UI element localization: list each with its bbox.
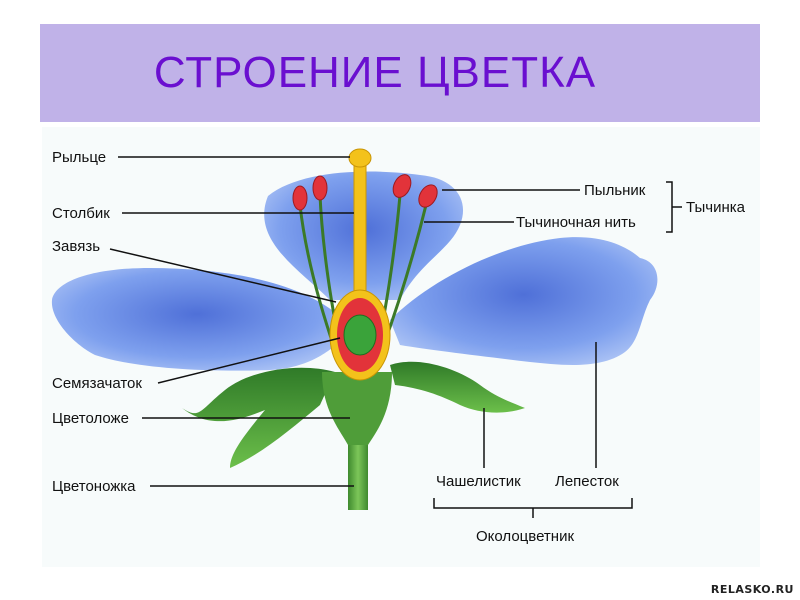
label-pedicel: Цветоножка [52,478,136,495]
label-ovary: Завязь [52,238,100,255]
filament-1 [298,204,337,351]
anther-4 [418,184,438,208]
ovule-shape [343,314,377,356]
label-anther: Пыльник [584,182,646,199]
pedicel-stem [348,440,368,510]
label-stamen: Тычинка [686,199,746,216]
label-filament: Тычиночная нить [516,214,636,231]
title-bar: СТРОЕНИЕ ЦВЕТКА [40,24,760,122]
label-style: Столбик [52,205,110,222]
sepal-right [390,361,525,413]
stigma-shape [348,148,372,168]
label-perianth: Околоцветник [476,528,574,545]
petal-right [390,237,658,365]
anther-1 [292,185,308,211]
label-petal: Лепесток [555,473,619,490]
anther-3 [392,174,412,198]
receptacle-shape [322,372,392,445]
petal-left [51,268,342,371]
label-ovule: Семязачаток [52,375,142,392]
leader-lines [109,156,682,518]
sepal-left [182,367,335,468]
style-shape [353,161,367,303]
page-title: СТРОЕНИЕ ЦВЕТКА [153,48,597,97]
label-sepal: Чашелистик [436,473,521,490]
label-receptacle: Цветоложе [52,410,129,427]
label-stigma: Рыльце [52,149,106,166]
watermark: RELASKO.RU [710,583,794,596]
anther-2 [312,175,328,201]
